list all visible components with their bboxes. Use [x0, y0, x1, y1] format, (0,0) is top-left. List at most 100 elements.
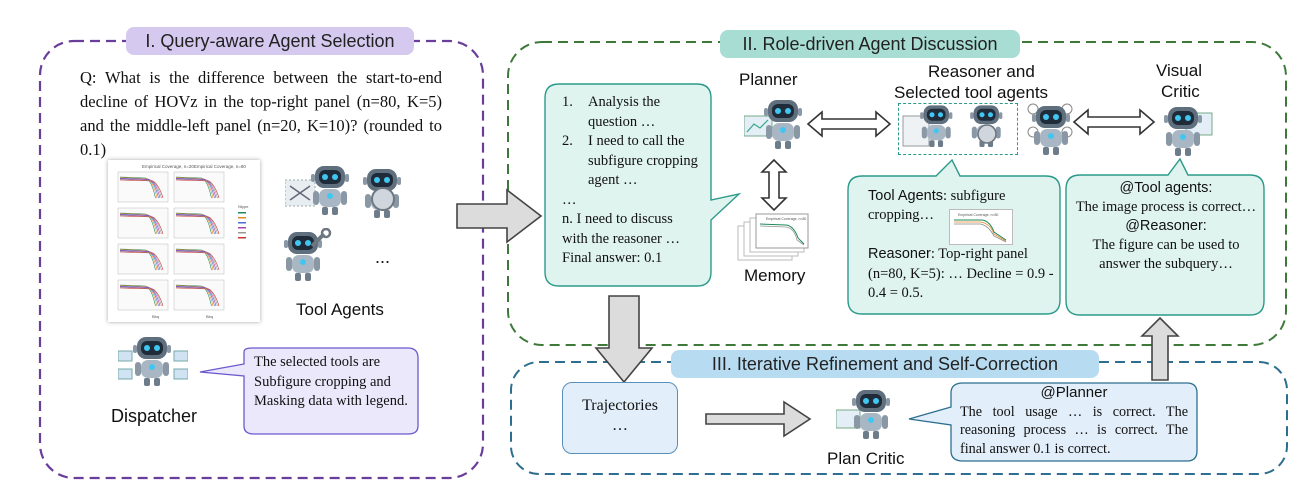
discussion-panel-title: II. Role-driven Agent Discussion: [720, 30, 1020, 58]
plan-critic-message: The tool usage … is correct. The reasoni…: [960, 403, 1188, 457]
thumb-series-line: [175, 176, 212, 199]
thumb-series-line: [175, 251, 218, 271]
arrow-planner-memory: [760, 158, 788, 212]
thumb-series-line: [175, 287, 218, 307]
reasoner-robot: [1026, 100, 1074, 156]
memory-stack: Empirical Coverage, n=80: [736, 212, 810, 264]
visual-critic-tool-mention: @Tool agents:: [1119, 180, 1213, 196]
trajectories-box: Trajectories …: [562, 382, 678, 454]
thumb-legend-swatch: [238, 217, 246, 219]
thumb-series-line: [175, 215, 218, 235]
thumb-series-line: [119, 286, 161, 307]
thumb-series-line: [175, 177, 215, 199]
thumb-series-line: [175, 214, 217, 235]
reasoner-label-line1: Reasoner and: [928, 62, 1035, 81]
tool-agent-scissors-robot: [285, 162, 357, 224]
planner-bubble-shape: [544, 83, 742, 287]
thumb-series-line: [119, 213, 158, 235]
thumb-series-line: [119, 285, 159, 307]
dispatcher-label: Dispatcher: [111, 406, 198, 426]
plan-critic-robot: [836, 386, 896, 442]
memory-label: Memory: [744, 266, 806, 285]
thumb-series-line: [175, 179, 220, 199]
arrow-planner-reasoner: [806, 110, 892, 138]
thumb-series-line: [175, 287, 220, 307]
thumb-series-line: [119, 177, 158, 199]
reasoner-tool-prefix: Tool Agents: [868, 188, 943, 204]
thumb-series-line: [119, 287, 162, 307]
thumb-series-line: [119, 179, 162, 199]
thumb-series-line: [119, 284, 156, 307]
thumb-series-line: [175, 251, 220, 271]
thumb-series-line: [119, 249, 159, 271]
thumb-right-title: Empirical Coverage, n=80: [194, 164, 246, 169]
thumb-series-line: [119, 251, 164, 271]
planner-dots: …: [562, 191, 577, 208]
plan-critic-label: Plan Critic: [827, 449, 905, 468]
thumb-left-title: Empirical Coverage, n=20: [142, 164, 194, 169]
thumb-series-line: [175, 285, 215, 307]
visual-critic-text: @Tool agents: The image process is corre…: [1072, 179, 1260, 274]
arrow-planner-to-trajectories: [594, 295, 654, 384]
thumb-series-line: [119, 250, 161, 271]
thumb-series-line: [175, 284, 212, 307]
tool-agent-magnifier-robot: [357, 165, 409, 221]
plan-critic-mention: @Planner: [1040, 384, 1108, 401]
thumb-series-line: [175, 212, 212, 235]
tool-agent-wrench-robot: [278, 228, 334, 288]
selected-agents-box: [898, 103, 1018, 155]
reasoner-crop-title: Empirical Coverage, n=80: [958, 213, 998, 217]
thumb-legend-swatch: [238, 237, 246, 239]
memory-chart-title: Empirical Coverage, n=80: [766, 217, 806, 221]
arrow-trajectories-to-critic: [705, 400, 812, 438]
planner-robot: [744, 96, 806, 152]
thumb-legend-swatch: [238, 232, 246, 234]
reasoner-prefix: Reasoner: [868, 246, 931, 262]
visual-critic-bubble-shape: [1065, 157, 1265, 316]
thumb-series-line: [175, 213, 215, 235]
trajectories-dots: …: [612, 417, 628, 434]
thumb-series-line: [119, 176, 156, 199]
thumb-series-line: [175, 248, 212, 271]
visual-critic-tool-msg: The image process is correct…: [1075, 199, 1257, 215]
chart-thumbnail: Empirical Coverage, n=20 Empirical Cover…: [108, 160, 260, 322]
planner-step-2-num: 2.: [562, 133, 573, 149]
reasoner-reasoning-text: Reasoner: Top-right panel (n=80, K=5): ……: [868, 245, 1054, 304]
thumb-series-line: [119, 248, 156, 271]
thumb-series-line: [119, 285, 158, 307]
reasoner-text: : Top-right panel (n=80, K=5): … Decline…: [868, 246, 1054, 301]
thumb-series-line: [119, 249, 158, 271]
visual-critic-reasoner-mention: @Reasoner:: [1125, 218, 1207, 234]
thumb-series-line: [119, 251, 162, 271]
arrow-critic-to-visual: [1140, 316, 1180, 381]
thumb-legend-swatch: [238, 222, 246, 224]
reasoner-tool-line: Tool Agents: subfigure cropping…: [868, 187, 1048, 225]
thumb-series-line: [175, 213, 214, 235]
thumb-series-line: [119, 215, 164, 235]
thumb-series-line: [175, 250, 217, 271]
thumb-series-line: [119, 212, 156, 235]
thumb-x-label-left: Bbq: [152, 314, 159, 319]
visual-critic-robot: [1158, 103, 1214, 159]
thumb-series-line: [119, 215, 162, 235]
tool-agents-label: Tool Agents: [296, 300, 384, 319]
thumb-series-line: [175, 286, 217, 307]
selection-panel-title: I. Query-aware Agent Selection: [126, 27, 414, 55]
dispatcher-bubble-shape: [199, 347, 419, 435]
thumb-series-line: [119, 213, 159, 235]
planner-step-1-num: 1.: [562, 94, 573, 110]
planner-step-1-text: Analysis the question …: [588, 94, 661, 130]
thumb-series-line: [175, 215, 220, 235]
tool-agents-ellipsis: ...: [375, 247, 391, 267]
reasoner-label-line2: Selected tool agents: [894, 83, 1049, 102]
thumb-series-line: [119, 178, 161, 199]
thumb-series-line: [175, 285, 214, 307]
plan-critic-bubble-shape: [908, 382, 1198, 462]
query-text: Q: What is the difference between the st…: [80, 68, 442, 159]
planner-step-2-text: I need to call the subfigure cropping ag…: [588, 133, 698, 188]
thumb-series-line: [175, 249, 215, 271]
arrow-selection-to-discussion: [456, 188, 543, 244]
